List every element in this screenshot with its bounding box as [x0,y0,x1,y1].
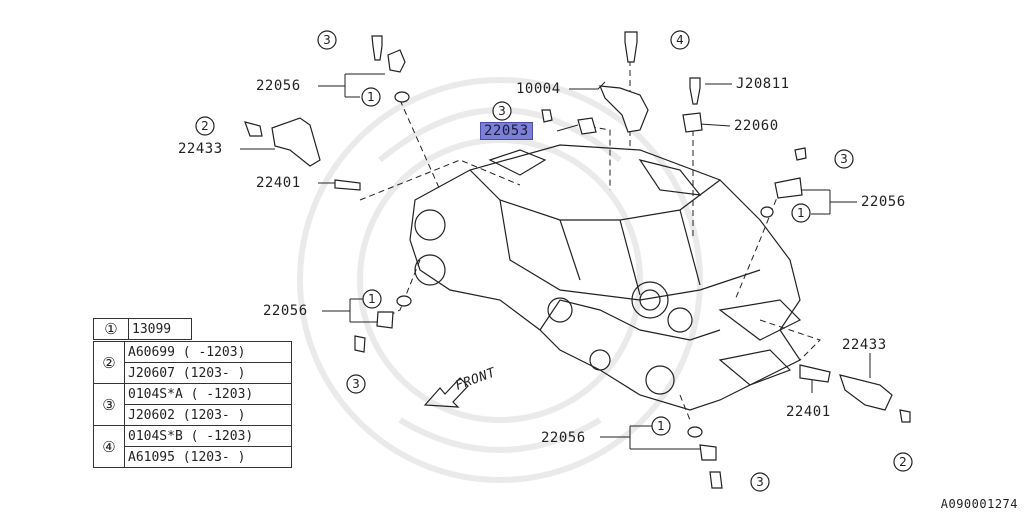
legend-code: J20607 (1203- ) [124,362,292,384]
legend-code: A61095 (1203- ) [124,446,292,468]
marker-2-text: 2 [201,119,209,133]
legend-code: 13099 [128,318,192,340]
marker-circles [195,30,913,492]
marker-3-text: 3 [498,104,506,118]
marker-3-text: 3 [323,33,331,47]
callout-22433[interactable]: 22433 [842,337,887,353]
callout-22401[interactable]: 22401 [256,175,301,191]
legend-code: J20602 (1203- ) [124,404,292,426]
parts-legend-table: ① 13099 [93,318,192,340]
callout-22060[interactable]: 22060 [734,118,779,134]
callout-22053-highlighted[interactable]: 22053 [480,122,533,140]
parts-legend-table-lower: ② A60699 ( -1203) J20607 (1203- ) ③ 0104… [93,341,292,468]
marker-3-text: 3 [756,475,764,489]
legend-marker: ② [93,341,125,384]
legend-row: A61095 (1203- ) [94,446,292,468]
legend-marker: ④ [93,425,125,468]
marker-1-text: 1 [368,292,376,306]
legend-marker: ① [93,318,129,340]
callout-22056[interactable]: 22056 [263,303,308,319]
marker-3-text: 3 [352,377,360,391]
callout-22433[interactable]: 22433 [178,141,223,157]
marker-1-text: 1 [797,206,805,220]
front-arrow [423,377,469,408]
callout-22056[interactable]: 22056 [861,194,906,210]
legend-row: ② A60699 ( -1203) [93,341,292,384]
marker-1-text: 1 [367,90,375,104]
callout-22401[interactable]: 22401 [786,404,831,420]
legend-row: J20602 (1203- ) [94,404,292,426]
legend-row: J20607 (1203- ) [94,362,292,384]
marker-4-text: 4 [676,33,684,47]
callout-22056[interactable]: 22056 [256,78,301,94]
legend-row: ① 13099 [93,318,192,340]
marker-1-text: 1 [657,419,665,433]
marker-3-text: 3 [840,152,848,166]
legend-row: ③ 0104S*A ( -1203) [93,383,292,426]
small-parts [244,31,911,489]
callout-j20811[interactable]: J20811 [736,76,790,92]
callout-22056[interactable]: 22056 [541,430,586,446]
legend-row: ④ 0104S*B ( -1203) [93,425,292,468]
legend-code: 0104S*B ( -1203) [124,425,292,447]
leader-lines [240,73,871,450]
cylinder-head-illustration [409,144,802,411]
callout-10004[interactable]: 10004 [516,81,561,97]
diagram-reference-number: A090001274 [940,497,1018,511]
legend-code: 0104S*A ( -1203) [124,383,292,405]
watermark [297,77,703,483]
legend-marker: ③ [93,383,125,426]
marker-2-text: 2 [899,455,907,469]
legend-code: A60699 ( -1203) [124,341,292,363]
